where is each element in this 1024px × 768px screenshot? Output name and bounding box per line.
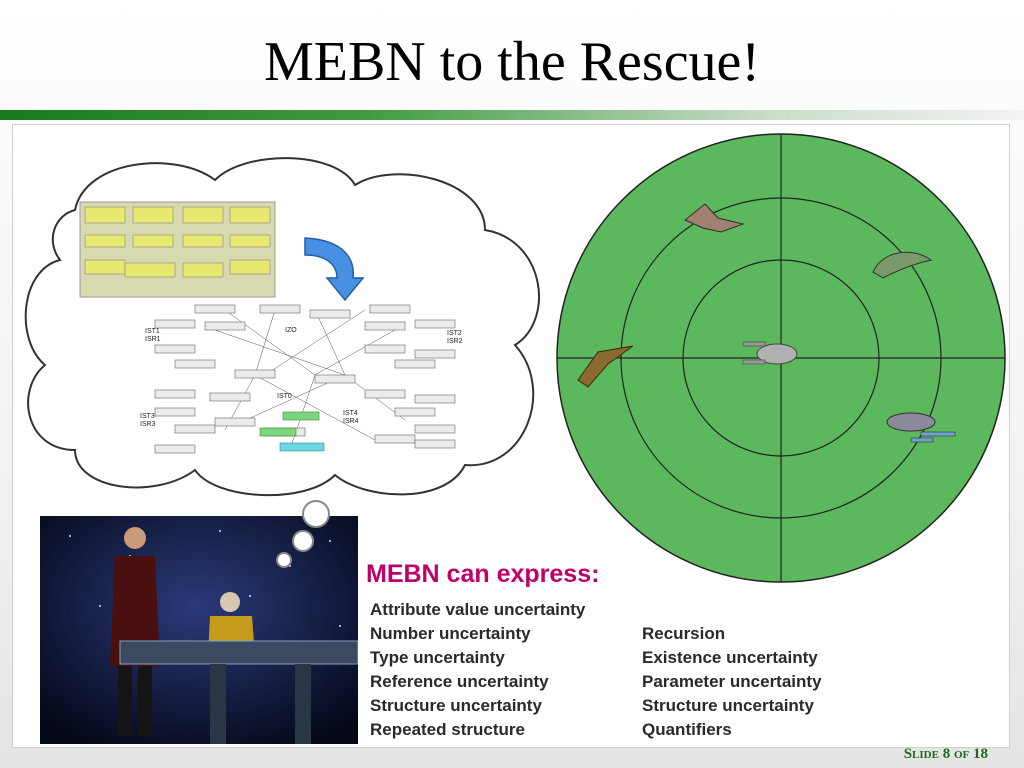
right-capability-list: Recursion Existence uncertainty Paramete…	[642, 622, 822, 742]
yellow-node	[132, 234, 174, 248]
thought-bubble-medium	[292, 530, 314, 552]
network-node	[154, 389, 196, 399]
network-node	[309, 309, 351, 319]
node-label: ISR2	[447, 338, 463, 345]
network-node	[154, 407, 196, 417]
standing-officer-figure	[110, 527, 160, 736]
network-node	[214, 417, 256, 427]
left-capability-list: Attribute value uncertainty Number uncer…	[370, 598, 585, 742]
network-edges	[214, 309, 406, 449]
yellow-node	[182, 262, 224, 278]
thought-bubble-small	[276, 552, 292, 568]
network-node	[204, 321, 246, 331]
title-underline-bar	[0, 110, 1024, 120]
network-node	[369, 304, 411, 314]
list-item: Existence uncertainty	[642, 648, 818, 667]
yellow-node	[229, 234, 271, 248]
express-heading: MEBN can express:	[366, 560, 600, 588]
node-label: IST2	[447, 330, 462, 337]
warbird-ship-icon	[872, 251, 933, 279]
transform-arrow-icon	[304, 237, 365, 302]
network-node	[259, 304, 301, 314]
node-label: IST1	[145, 328, 160, 335]
list-item: Repeated structure	[370, 720, 525, 739]
list-item: Structure uncertainty	[642, 696, 814, 715]
list-item: Type uncertainty	[370, 648, 505, 667]
node-label: ISR3	[140, 421, 156, 428]
network-node	[234, 369, 276, 379]
highlight-node-green	[259, 427, 297, 437]
list-item: Parameter uncertainty	[642, 672, 822, 691]
yellow-node	[84, 259, 126, 275]
yellow-node	[84, 234, 126, 248]
yellow-node	[132, 206, 174, 224]
yellow-node	[182, 234, 224, 248]
slide-number: Slide 8 of 18	[903, 746, 988, 762]
network-node	[154, 444, 196, 454]
network-node	[154, 344, 196, 354]
list-item: Number uncertainty	[370, 624, 531, 643]
network-node	[194, 304, 236, 314]
node-label: IST3	[140, 413, 155, 420]
network-node	[154, 319, 196, 329]
node-label: ISR4	[343, 418, 359, 425]
bridge-photo	[40, 516, 358, 744]
console-post	[210, 664, 226, 744]
network-node	[414, 424, 456, 434]
network-node	[174, 424, 216, 434]
starship-center-icon	[742, 341, 798, 365]
yellow-node	[229, 206, 271, 224]
bird-of-prey-ship-icon	[684, 203, 745, 233]
highlight-node-green	[282, 411, 320, 421]
node-label: IST4	[343, 410, 358, 417]
yellow-node	[182, 206, 224, 224]
yellow-node	[84, 206, 126, 224]
yellow-node	[124, 262, 176, 278]
network-node	[364, 389, 406, 399]
network-node	[364, 344, 406, 354]
network-node	[314, 374, 356, 384]
list-item: Quantifiers	[642, 720, 732, 739]
starship-lower-right-icon	[886, 412, 956, 443]
list-item: Recursion	[642, 624, 726, 643]
console-post	[295, 664, 311, 744]
list-item: Reference uncertainty	[370, 672, 549, 691]
network-node	[414, 349, 456, 359]
highlight-node-cyan	[279, 442, 325, 452]
node-label: IST0	[277, 393, 292, 400]
node-label: IZO	[285, 327, 297, 334]
radar-display	[556, 133, 1006, 583]
node-label: ISR1	[145, 336, 161, 343]
network-node	[414, 439, 456, 449]
network-node	[174, 359, 216, 369]
network-node	[414, 394, 456, 404]
network-node	[374, 434, 416, 444]
thought-cloud: IZO IST1 ISR1 IST2 ISR2 IST0 IST3 ISR3 I…	[24, 157, 540, 497]
network-node	[209, 392, 251, 402]
yellow-node	[229, 259, 271, 275]
network-node	[394, 407, 436, 417]
network-node	[414, 319, 456, 329]
list-item: Structure uncertainty	[370, 696, 542, 715]
thought-bubble-large	[302, 500, 330, 528]
network-node	[364, 321, 406, 331]
network-node	[394, 359, 436, 369]
console-desk	[119, 640, 358, 665]
slide-title: MEBN to the Rescue!	[263, 31, 761, 93]
klingon-ship-icon	[577, 345, 634, 388]
list-item: Attribute value uncertainty	[370, 600, 586, 619]
